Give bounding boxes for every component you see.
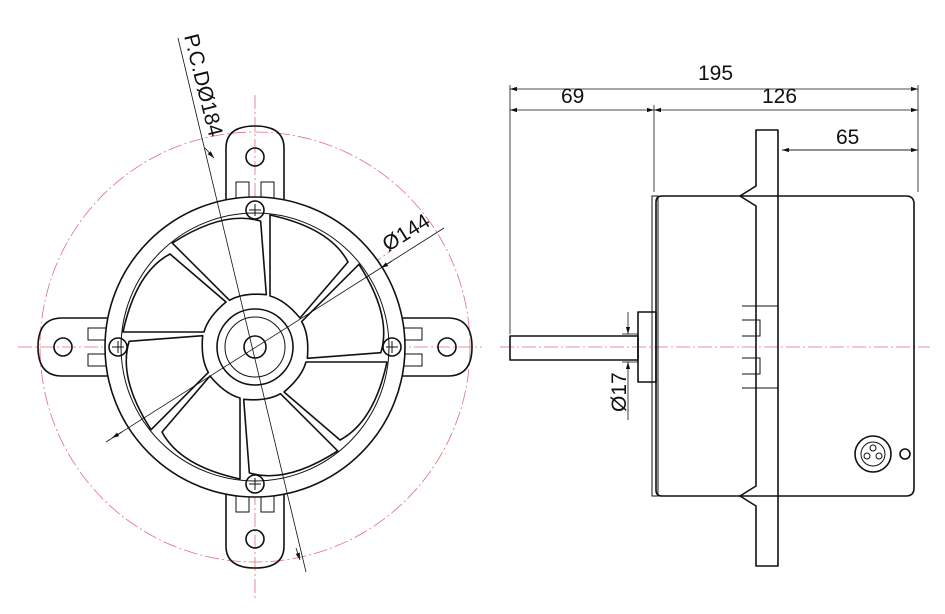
mounting-ear-right (401, 317, 473, 377)
connector (854, 435, 911, 473)
extension-lines (509, 85, 919, 334)
mounting-flange (739, 129, 779, 567)
hub-outer (216, 308, 294, 386)
dim-body-label: 126 (762, 85, 797, 108)
dim-shaft-dia (622, 312, 638, 420)
mounting-ear-bottom (225, 493, 285, 569)
pcd-leader (177, 37, 307, 573)
front-plate (651, 195, 659, 497)
pcd-label: P.C.DØ184 (179, 32, 227, 139)
hub-ring (224, 316, 286, 378)
mounting-ear-top (225, 125, 285, 201)
dim-shaft-label: 69 (561, 85, 584, 108)
dia-144-label: Ø144 (378, 209, 434, 256)
dia-144-leader (105, 227, 445, 443)
side-view: 195 69 126 65 Ø17 (500, 62, 930, 567)
screw-left (108, 337, 128, 357)
dim-rear-label: 65 (836, 126, 859, 149)
housing-windows (122, 214, 388, 480)
screw-bottom (245, 474, 265, 494)
internal-clip (742, 305, 779, 389)
shaft (509, 335, 639, 361)
screw-right (382, 337, 402, 357)
motor-housing-outer (104, 196, 406, 498)
dim-overall-label: 195 (698, 62, 733, 85)
motor-body (655, 195, 915, 497)
dim-shaft-dia-label: Ø17 (608, 372, 631, 412)
screw-top (245, 200, 265, 220)
front-view: P.C.DØ184 Ø144 (18, 32, 482, 600)
mounting-ear-left (37, 317, 109, 377)
